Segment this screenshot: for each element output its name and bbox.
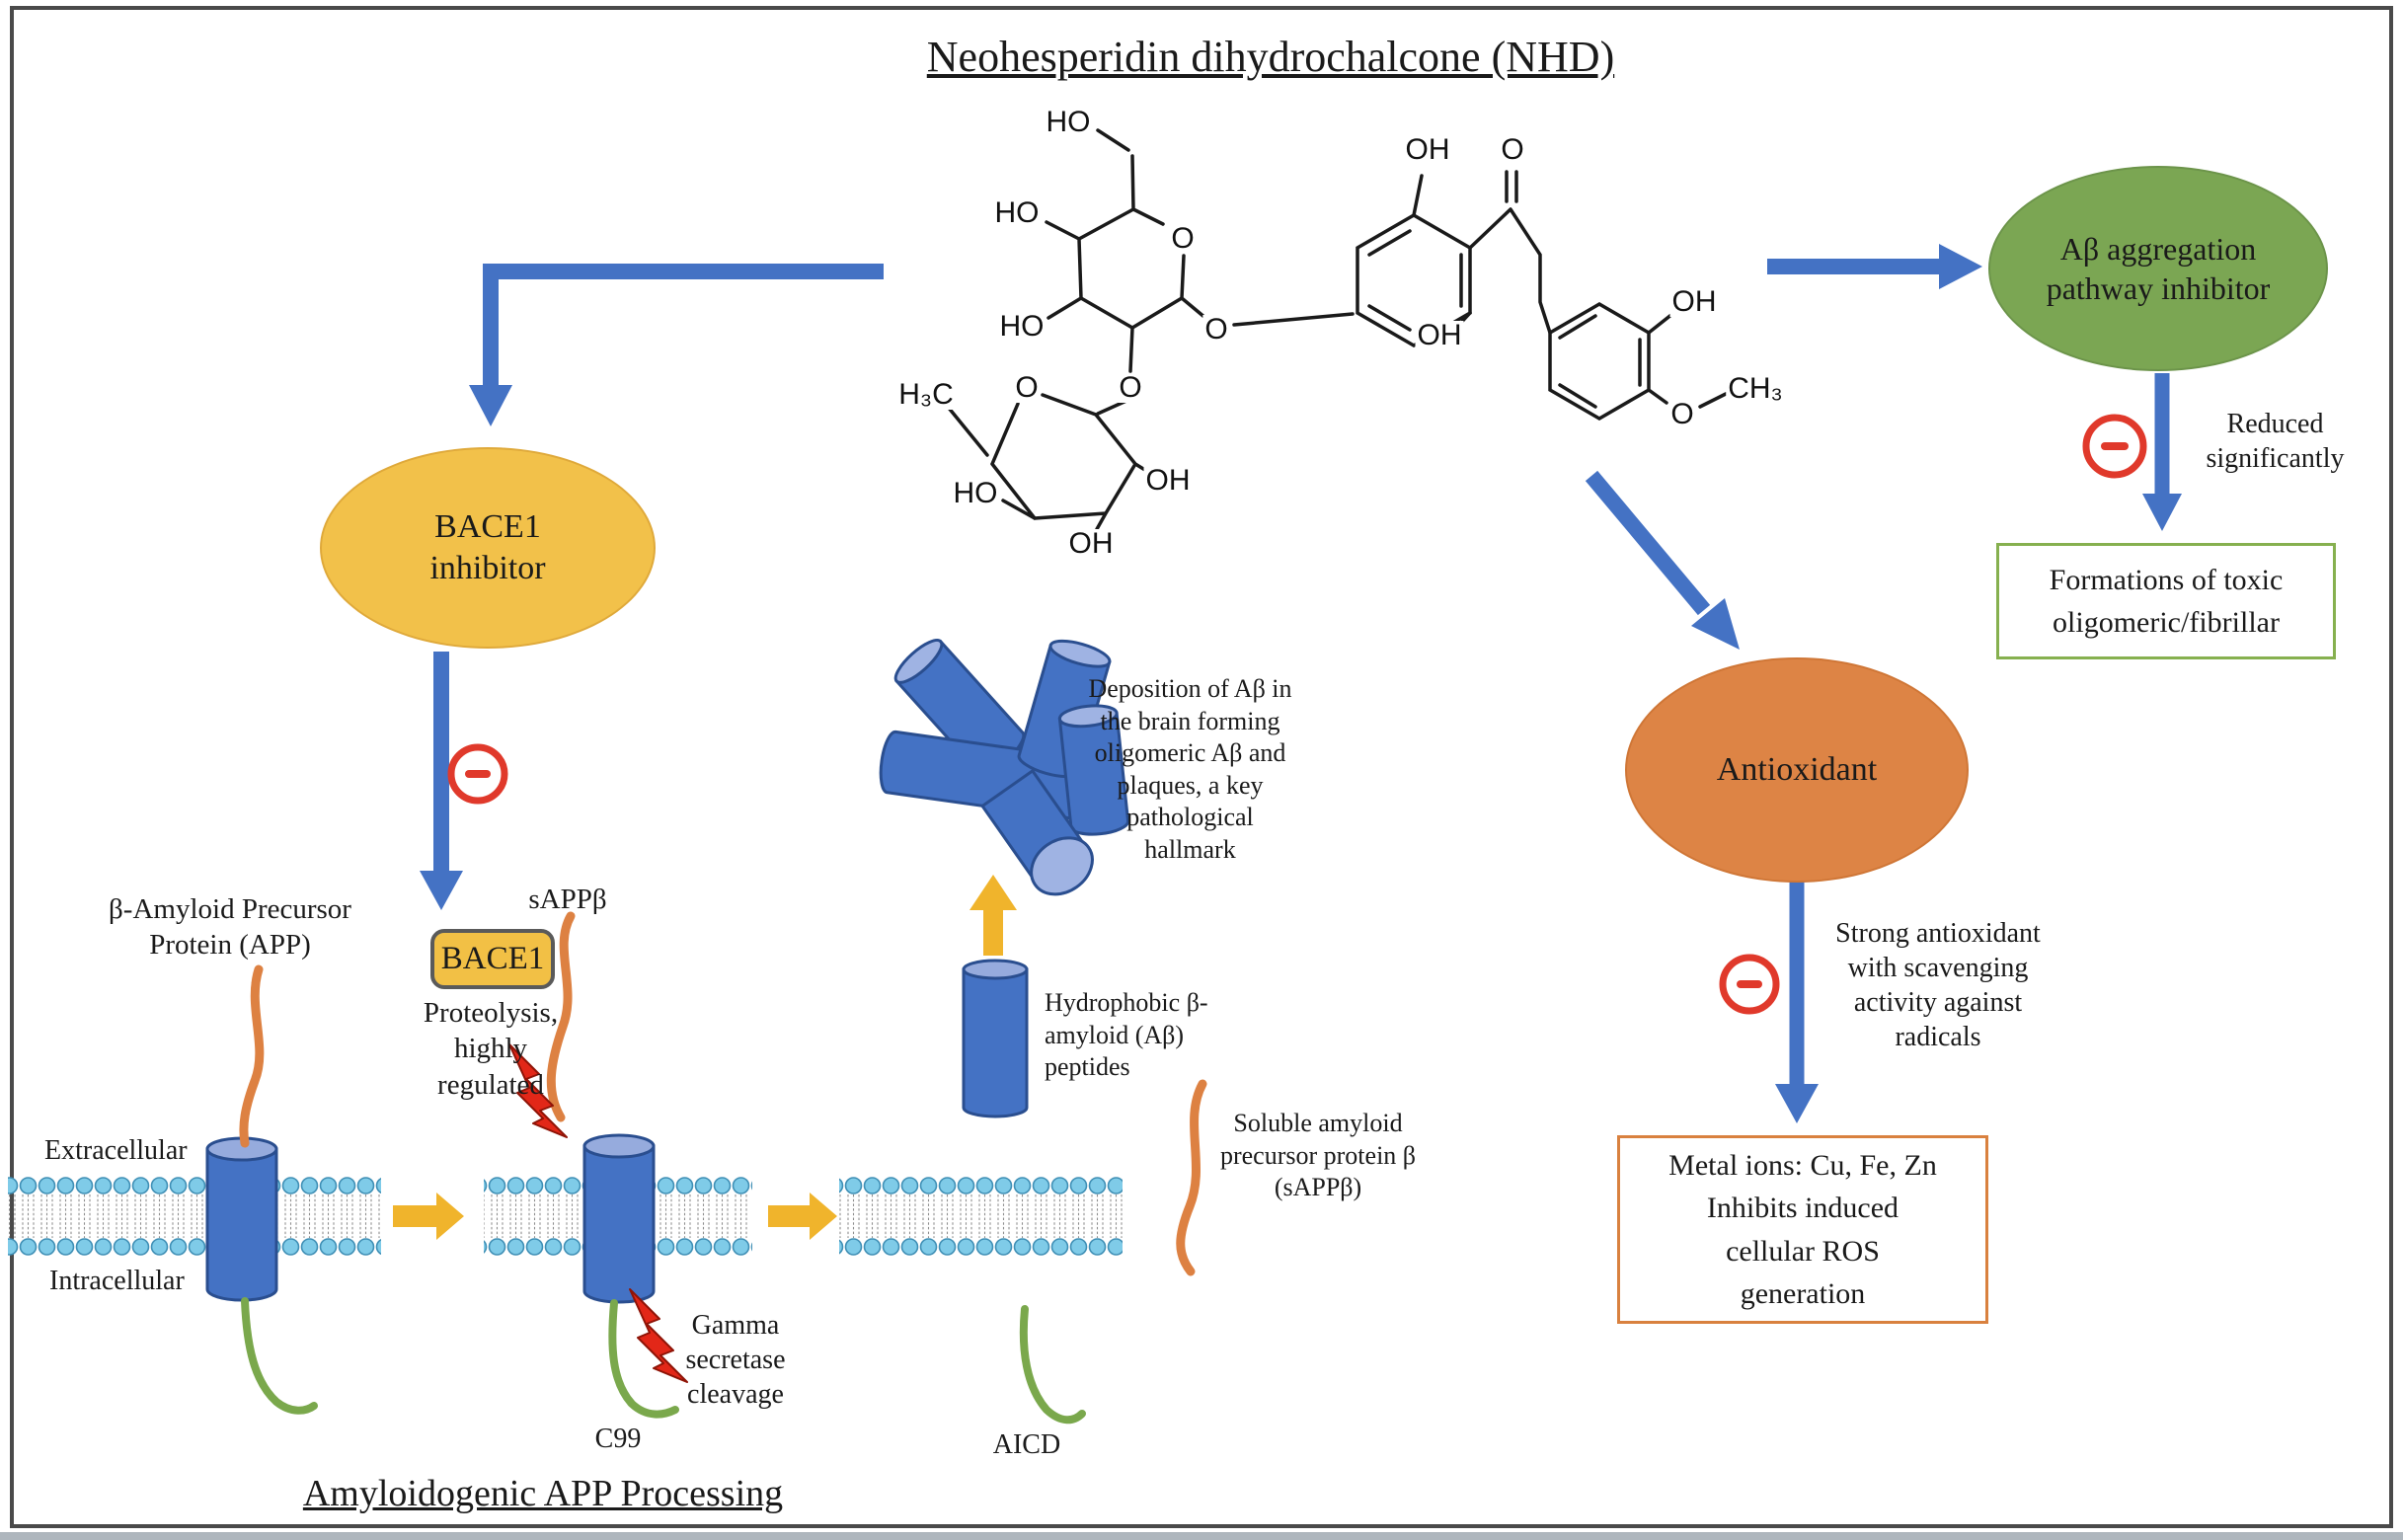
arrow-nhd-to-antioxidant <box>1585 470 1711 616</box>
inhibition-minus-icons <box>447 414 2147 1015</box>
box-formations-toxic: Formations of toxic oligomeric/fibrillar <box>1996 543 2336 659</box>
atom-label: O <box>1013 371 1041 404</box>
c99-squiggle <box>608 1299 679 1419</box>
app-protein-cylinder-2 <box>582 1133 656 1304</box>
arrow-nhd-to-bace1 <box>483 264 884 387</box>
label-extracellular: Extracellular <box>44 1135 188 1166</box>
node-bace1-inhibitor: BACE1 inhibitor <box>320 447 656 649</box>
annotation-gamma-secretase: Gamma secretase cleavage <box>685 1310 786 1410</box>
membrane-step-arrow-1 <box>393 1193 464 1240</box>
annotation-hydrophobic-peptides: Hydrophobic β- amyloid (Aβ) peptides <box>1045 988 1208 1081</box>
aggregation-up-arrow <box>969 875 1017 956</box>
membrane-segment-1 <box>8 1177 381 1256</box>
membrane-segment-3 <box>839 1177 1123 1256</box>
abeta-peptide-cylinder <box>962 959 1029 1118</box>
atom-label: OH <box>1415 319 1464 351</box>
arrow-nhd-to-bace1-head <box>469 385 512 426</box>
atom-label: OH <box>1403 133 1452 166</box>
app-intracellular-tail-squiggle <box>241 1297 318 1415</box>
atom-label: HO <box>1044 106 1093 138</box>
abeta-fibril-cluster <box>879 639 1130 896</box>
minus-icon <box>2082 414 2147 479</box>
atom-label: HO <box>951 477 1000 509</box>
node-abeta-aggregation-inhibitor: Aβ aggregation pathway inhibitor <box>1988 166 2328 371</box>
label-app-protein: β-Amyloid Precursor Protein (APP) <box>109 893 351 962</box>
atom-label: OH <box>1066 527 1116 560</box>
arrow-bace1-to-box-head <box>420 871 463 910</box>
label-aicd: AICD <box>992 1429 1061 1460</box>
annotation-reduced-significantly: Reduced significantly <box>2206 409 2345 474</box>
atom-label: HO <box>992 196 1042 229</box>
atom-label: OH <box>1669 285 1719 318</box>
chem-benzene-ring-right <box>1548 301 1651 422</box>
annotation-soluble-sappb: Soluble amyloid precursor protein β (sAP… <box>1219 1109 1417 1201</box>
chem-benzene-ring-central <box>1356 212 1472 348</box>
atom-label: CH₃ <box>1726 372 1785 405</box>
soluble-sappb-squiggle <box>1176 1079 1207 1276</box>
atom-label: O <box>1499 133 1526 166</box>
annotation-proteolysis: Proteolysis, highly regulated <box>423 997 559 1101</box>
annotation-strong-antioxidant: Strong antioxidant with scavenging activ… <box>1835 918 2041 1052</box>
atom-label: H₃C <box>896 378 956 411</box>
label-c99: C99 <box>594 1424 642 1454</box>
arrow-nhd-to-abeta-head <box>1939 244 1982 289</box>
figure-border <box>10 6 2393 1528</box>
chem-bonds <box>946 128 1728 531</box>
annotation-deposition: Deposition of Aβ in the brain forming ol… <box>1088 674 1292 864</box>
label-amyloidogenic-processing: Amyloidogenic APP Processing <box>302 1473 784 1514</box>
aicd-squiggle <box>1019 1305 1086 1424</box>
atom-label: OH <box>1143 464 1193 497</box>
arrow-antioxidant-to-box-head <box>1775 1084 1819 1123</box>
app-extracellular-tail-squiggle <box>239 964 265 1148</box>
box-bace1-enzyme: BACE1 <box>430 929 555 989</box>
lipid-bilayer-membranes <box>8 1177 1123 1256</box>
box-metal-ions-ros: Metal ions: Cu, Fe, Zn Inhibits induced … <box>1617 1135 1988 1324</box>
figure-title: Neohesperidin dihydrochalcone (NHD) <box>926 33 1615 81</box>
atom-label: O <box>1169 222 1197 255</box>
minus-icon <box>447 743 508 805</box>
label-intracellular: Intracellular <box>49 1266 185 1296</box>
arrow-nhd-to-antioxidant-head <box>1691 598 1740 650</box>
membrane-step-arrow-2 <box>768 1193 837 1240</box>
atom-label: O <box>1202 313 1230 346</box>
nhd-chemical-structure <box>946 128 1728 531</box>
label-sappb: sAPPβ <box>528 884 607 915</box>
atom-label: HO <box>997 310 1046 343</box>
node-antioxidant: Antioxidant <box>1625 657 1969 883</box>
arrow-abeta-to-box-head <box>2142 494 2182 531</box>
bottom-edge-strip <box>0 1532 2403 1540</box>
atom-label: O <box>1117 371 1144 404</box>
atom-label: O <box>1668 398 1696 430</box>
minus-icon <box>1719 954 1780 1015</box>
sappb-squiggle <box>546 911 576 1122</box>
